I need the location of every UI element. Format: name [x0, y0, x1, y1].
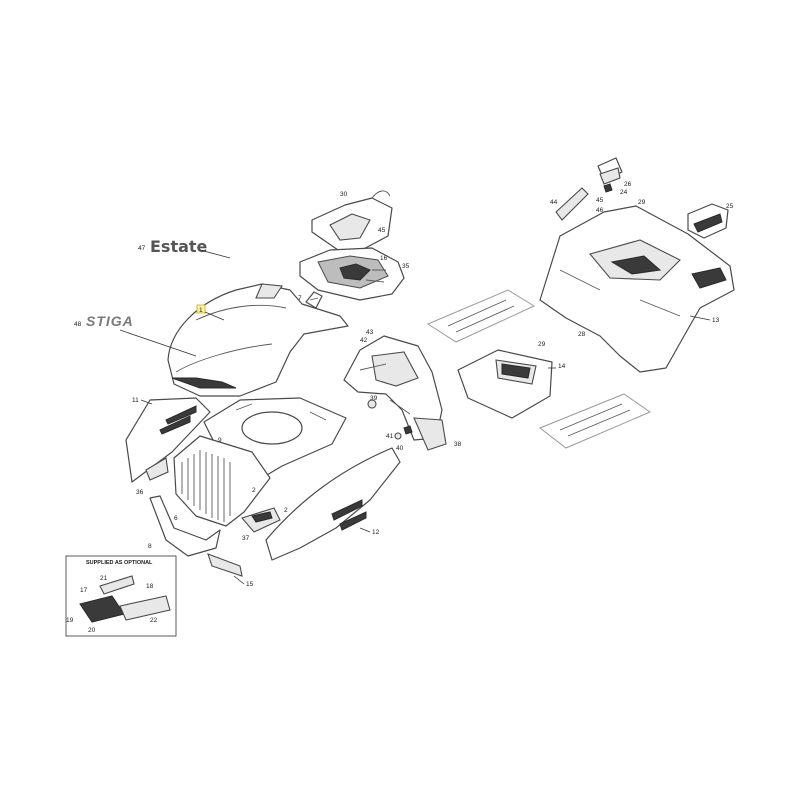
part-38-lower-trim[interactable]: [413, 417, 447, 451]
callout-43[interactable]: 43: [366, 329, 374, 336]
part-39-fastener[interactable]: [367, 399, 377, 409]
callout-21[interactable]: 21: [100, 575, 108, 582]
part-14-seat-box[interactable]: [457, 349, 553, 419]
part-40-fastener[interactable]: [403, 425, 413, 435]
callout-44[interactable]: 44: [550, 199, 558, 206]
callout-1-highlight: [196, 304, 206, 314]
part-15-strip[interactable]: [207, 553, 243, 577]
callout-6[interactable]: 6: [174, 515, 178, 522]
part-6-front-grille[interactable]: [173, 435, 271, 527]
callout-41[interactable]: 41: [386, 433, 394, 440]
callout-38[interactable]: 38: [454, 441, 462, 448]
callout-2b[interactable]: 2: [284, 507, 288, 514]
part-37-small-panel[interactable]: [241, 507, 281, 533]
callout-9[interactable]: 9: [218, 437, 222, 444]
callout-28[interactable]: 28: [578, 331, 586, 338]
callout-8[interactable]: 8: [148, 543, 152, 550]
stiga-logo: STIGA: [86, 313, 134, 329]
callout-45b[interactable]: 45: [596, 197, 604, 204]
callout-45a[interactable]: 45: [378, 227, 386, 234]
callout-40[interactable]: 40: [396, 445, 404, 452]
grille-slats: [181, 450, 231, 522]
callout-16[interactable]: 16: [380, 255, 388, 262]
part-30-console-cover[interactable]: [311, 190, 393, 253]
part-16-dashboard-panel[interactable]: [299, 247, 405, 301]
callout-22[interactable]: 22: [150, 617, 158, 624]
part-21-small-strip[interactable]: [99, 575, 135, 595]
callout-13[interactable]: 13: [712, 317, 720, 324]
callout-20[interactable]: 20: [88, 627, 96, 634]
part-36-bracket[interactable]: [145, 457, 169, 481]
callout-24[interactable]: 24: [620, 189, 628, 196]
part-7-emblem[interactable]: [305, 291, 323, 309]
callout-39[interactable]: 39: [370, 395, 378, 402]
callout-15[interactable]: 15: [246, 581, 254, 588]
floor-mat-front[interactable]: [426, 289, 536, 343]
part-26-cap[interactable]: [597, 157, 623, 185]
callout-18[interactable]: 18: [146, 583, 154, 590]
part-13-rear-fender[interactable]: [539, 205, 735, 373]
callout-48[interactable]: 48: [74, 321, 82, 328]
part-11-left-side-panel[interactable]: [125, 397, 211, 483]
callout-7[interactable]: 7: [298, 295, 302, 302]
callout-46[interactable]: 46: [596, 207, 604, 214]
callout-19[interactable]: 19: [66, 617, 74, 624]
callout-2a[interactable]: 2: [252, 487, 256, 494]
floor-mat-rear[interactable]: [539, 393, 652, 449]
brand-estate-label: Estate: [150, 237, 231, 259]
optional-box-title: SUPPLIED AS OPTIONAL: [86, 560, 153, 566]
part-24-clip[interactable]: [603, 183, 613, 193]
callout-30[interactable]: 30: [340, 191, 348, 198]
estate-logo: Estate: [150, 237, 208, 256]
callout-37[interactable]: 37: [242, 535, 250, 542]
callout-1[interactable]: 1: [199, 307, 203, 314]
callout-26[interactable]: 26: [624, 181, 632, 188]
brand-stiga-label: STIGA: [86, 313, 197, 357]
part-25-control-unit[interactable]: [687, 203, 729, 239]
callout-42[interactable]: 42: [360, 337, 368, 344]
part-12-right-side-skirt[interactable]: [265, 447, 401, 561]
callout-29a[interactable]: 29: [638, 199, 646, 206]
part-41-fastener[interactable]: [394, 432, 402, 440]
callout-47[interactable]: 47: [138, 245, 146, 252]
callout-17[interactable]: 17: [80, 587, 88, 594]
callout-25[interactable]: 25: [726, 203, 734, 210]
callout-29b[interactable]: 29: [538, 341, 546, 348]
callout-12[interactable]: 12: [372, 529, 380, 536]
part-22-side-panel[interactable]: [119, 595, 171, 621]
callout-36[interactable]: 36: [136, 489, 144, 496]
callout-14[interactable]: 14: [558, 363, 566, 370]
part-42-rear-inner-body[interactable]: [343, 335, 443, 441]
callout-labels: 1 2 2 6 7 8 9 11 12 13 14 15 16 17 18: [66, 181, 734, 634]
part-44-handle[interactable]: [555, 187, 589, 221]
callout-35[interactable]: 35: [402, 263, 410, 270]
optional-parts-box: SUPPLIED AS OPTIONAL: [65, 555, 177, 637]
part-8-front-spoiler[interactable]: [149, 495, 221, 557]
part-1-hood[interactable]: [167, 283, 349, 397]
callout-11[interactable]: 11: [132, 397, 139, 404]
